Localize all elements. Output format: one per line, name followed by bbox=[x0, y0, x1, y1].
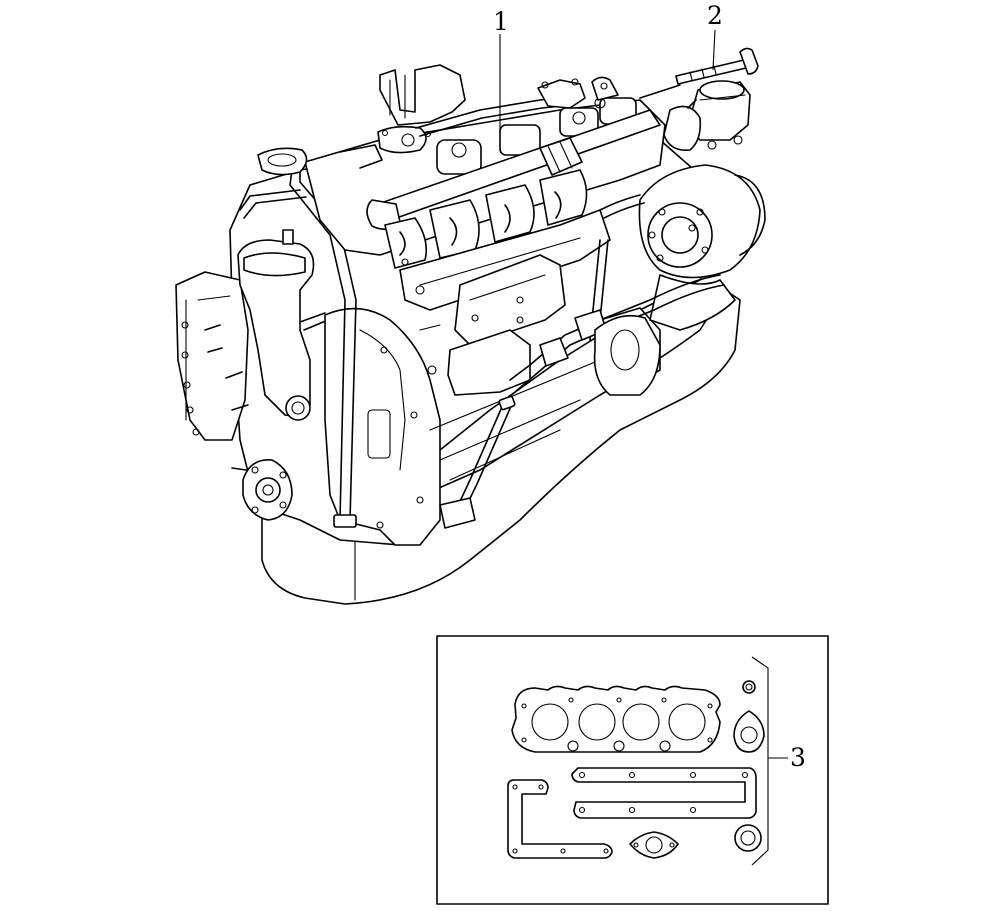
callout-leaders bbox=[499, 29, 788, 759]
head-gasket bbox=[511, 685, 721, 753]
callout-3: 3 bbox=[790, 743, 806, 772]
turbocharger bbox=[638, 164, 766, 331]
gasket-kit-box bbox=[436, 635, 829, 905]
callout-1: 1 bbox=[493, 7, 509, 36]
crank-pulley bbox=[231, 459, 293, 521]
cylinder-head-bolt bbox=[675, 47, 759, 85]
front-bolts bbox=[204, 324, 249, 411]
fuel-rail bbox=[366, 109, 661, 230]
intake-manifold bbox=[384, 169, 588, 269]
callout-2: 2 bbox=[707, 1, 723, 30]
fuel-pump bbox=[663, 80, 751, 152]
engine-assembly bbox=[175, 64, 766, 605]
